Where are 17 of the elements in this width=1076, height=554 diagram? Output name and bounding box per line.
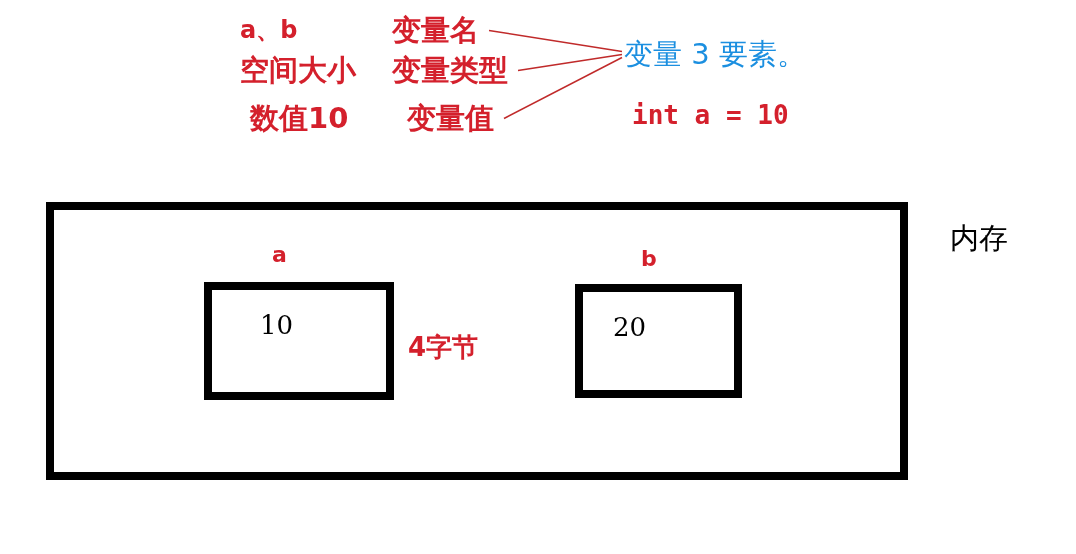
term-text: 变量名 bbox=[392, 16, 479, 45]
memory-cell: 20 bbox=[575, 284, 742, 398]
connector-line bbox=[517, 53, 623, 72]
code-text: int a = 10 bbox=[632, 102, 789, 128]
variable-name: a bbox=[272, 244, 287, 266]
term-text: 变量类型 bbox=[392, 56, 508, 85]
memory-heading: 内存 bbox=[950, 224, 1008, 253]
variable-name: b bbox=[641, 248, 657, 270]
memory-cell: 10 bbox=[204, 282, 394, 400]
value-note: 数值10 bbox=[250, 104, 349, 133]
size-note: 空间大小 bbox=[240, 56, 356, 85]
term-text: 变量 3 要素。 bbox=[624, 40, 806, 69]
connector-line bbox=[503, 56, 623, 120]
term-text: 变量值 bbox=[407, 104, 494, 133]
connector-line bbox=[488, 29, 623, 53]
variable-names-note: a、b bbox=[240, 18, 298, 42]
size-label: 4字节 bbox=[408, 334, 479, 360]
